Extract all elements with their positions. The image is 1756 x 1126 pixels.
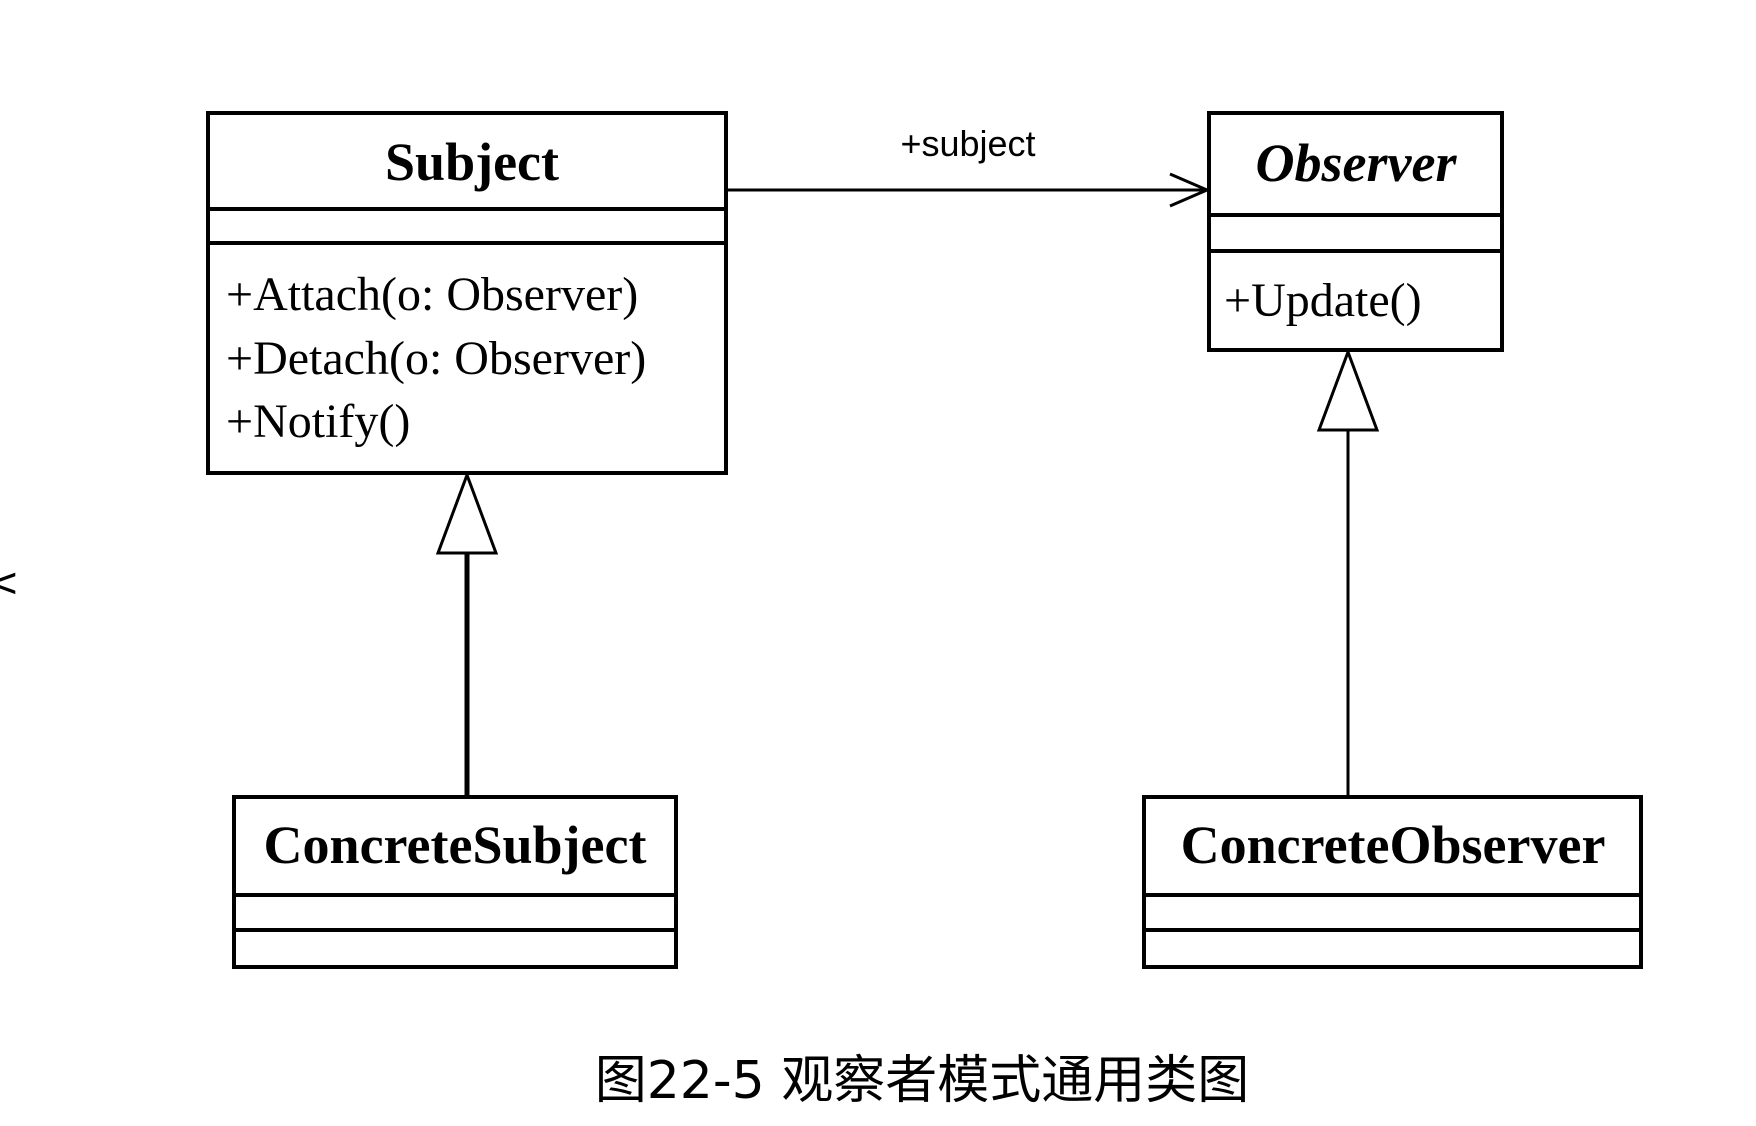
- class-subject-operation: +Notify(): [226, 395, 410, 448]
- association-open-arrowhead: [1169, 172, 1211, 208]
- association-subject-observer: +subject: [726, 123, 1211, 208]
- class-concrete-subject-box: [232, 795, 678, 969]
- association-role-label: +subject: [900, 123, 1035, 164]
- generalization-hollow-triangle: [1316, 347, 1380, 432]
- class-subject: Subject +Attach(o: Observer) +Detach(o: …: [206, 111, 728, 475]
- generalization-concrete-subject: [435, 470, 499, 797]
- class-concrete-subject: ConcreteSubject: [232, 795, 678, 969]
- class-subject-name: Subject: [385, 132, 559, 192]
- class-concrete-observer: ConcreteObserver: [1142, 795, 1643, 969]
- class-subject-box: [206, 111, 728, 475]
- figure-caption: 图22-5 观察者模式通用类图: [595, 1051, 1250, 1111]
- class-observer: Observer +Update(): [1207, 111, 1504, 352]
- class-subject-operation: +Attach(o: Observer): [226, 268, 638, 321]
- edge-mark: <: [0, 560, 20, 606]
- class-observer-operation: +Update(): [1224, 274, 1422, 327]
- class-concrete-observer-box: [1142, 795, 1643, 969]
- class-concrete-subject-name: ConcreteSubject: [264, 815, 647, 875]
- class-subject-operation: +Detach(o: Observer): [226, 332, 646, 385]
- generalization-hollow-triangle: [435, 470, 499, 555]
- class-concrete-observer-name: ConcreteObserver: [1181, 815, 1606, 875]
- class-observer-box: [1207, 111, 1504, 352]
- generalization-concrete-observer: [1316, 347, 1380, 797]
- class-observer-name: Observer: [1256, 133, 1458, 193]
